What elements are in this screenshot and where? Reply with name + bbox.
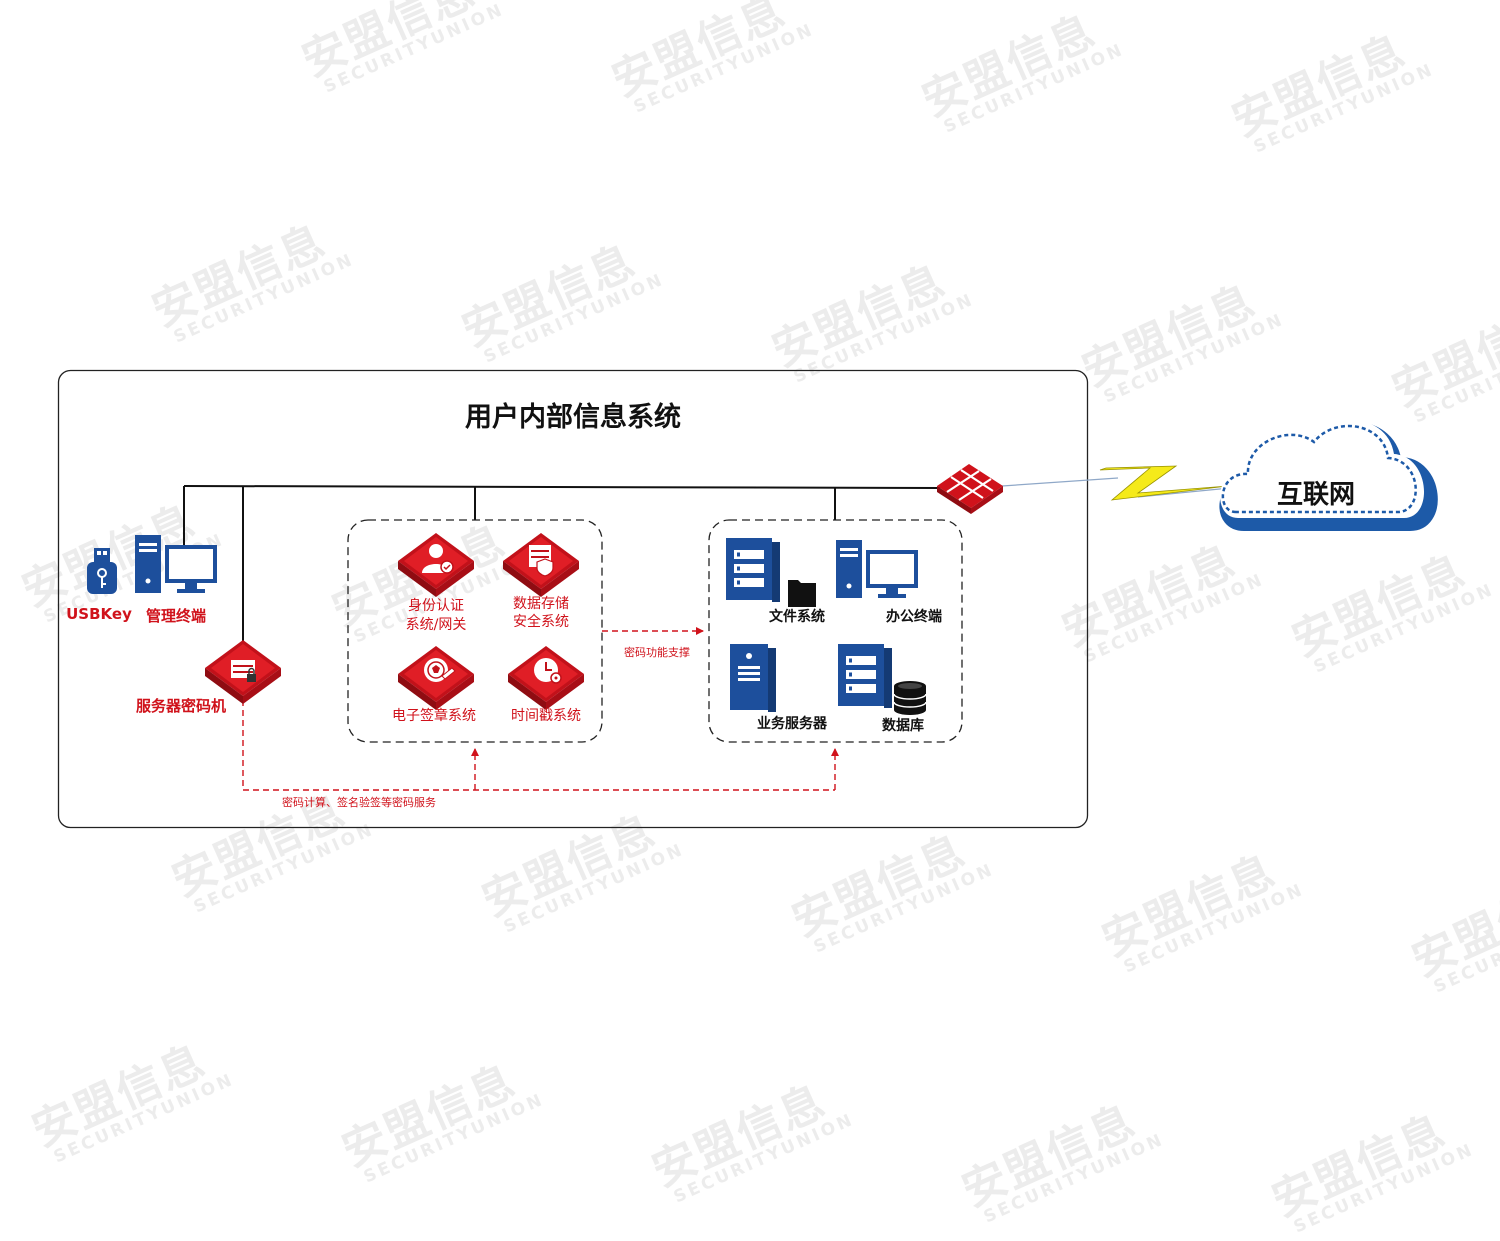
server-crypto-machine-icon [205, 640, 281, 704]
database-icon [838, 644, 927, 715]
timestamp-icon [508, 646, 584, 710]
identity-auth-label-2: 系统/网关 [406, 617, 467, 633]
office-terminal-icon [836, 540, 918, 598]
storage-security-icon [503, 533, 579, 597]
usbkey-icon [87, 548, 117, 594]
business-server-icon [730, 644, 776, 712]
usbkey-label: USBKey [66, 605, 132, 623]
network-backbone [183, 485, 941, 650]
server-crypto-label: 服务器密码机 [136, 697, 226, 715]
e-signature-label: 电子签章系统 [392, 707, 476, 724]
storage-security-label-1: 数据存储 [513, 596, 569, 612]
business-server-label: 业务服务器 [757, 715, 828, 732]
mgmt-terminal-label: 管理终端 [146, 607, 206, 625]
file-system-label: 文件系统 [769, 608, 825, 625]
internet-label: 互联网 [1277, 480, 1355, 510]
timestamp-label: 时间戳系统 [511, 708, 581, 724]
crypto-products-group [347, 519, 603, 743]
office-terminal-label: 办公终端 [886, 608, 942, 625]
crypto-service-label: 密码计算、签名验签等密码服务 [282, 795, 436, 809]
file-system-icon [726, 538, 816, 607]
storage-security-label-2: 安全系统 [513, 613, 569, 630]
internet-cloud-icon [1219, 420, 1438, 531]
identity-auth-icon [398, 533, 474, 597]
internet-link [1001, 465, 1231, 501]
diagram-title: 用户内部信息系统 [465, 401, 681, 433]
management-terminal-icon [135, 535, 217, 593]
diagram-canvas: 用户内部信息系统 互联网 USBKey 管理终端 服务器密码机 身份认证 系统/… [57, 369, 1438, 829]
crypto-support-label: 密码功能支撑 [624, 645, 690, 659]
business-systems-group [708, 519, 963, 743]
firewall-icon [937, 464, 1003, 514]
database-label: 数据库 [882, 717, 924, 734]
e-signature-icon [398, 646, 474, 710]
identity-auth-label-1: 身份认证 [408, 598, 464, 614]
internal-system-frame [57, 369, 1089, 829]
crypto-service-flow [242, 627, 839, 791]
